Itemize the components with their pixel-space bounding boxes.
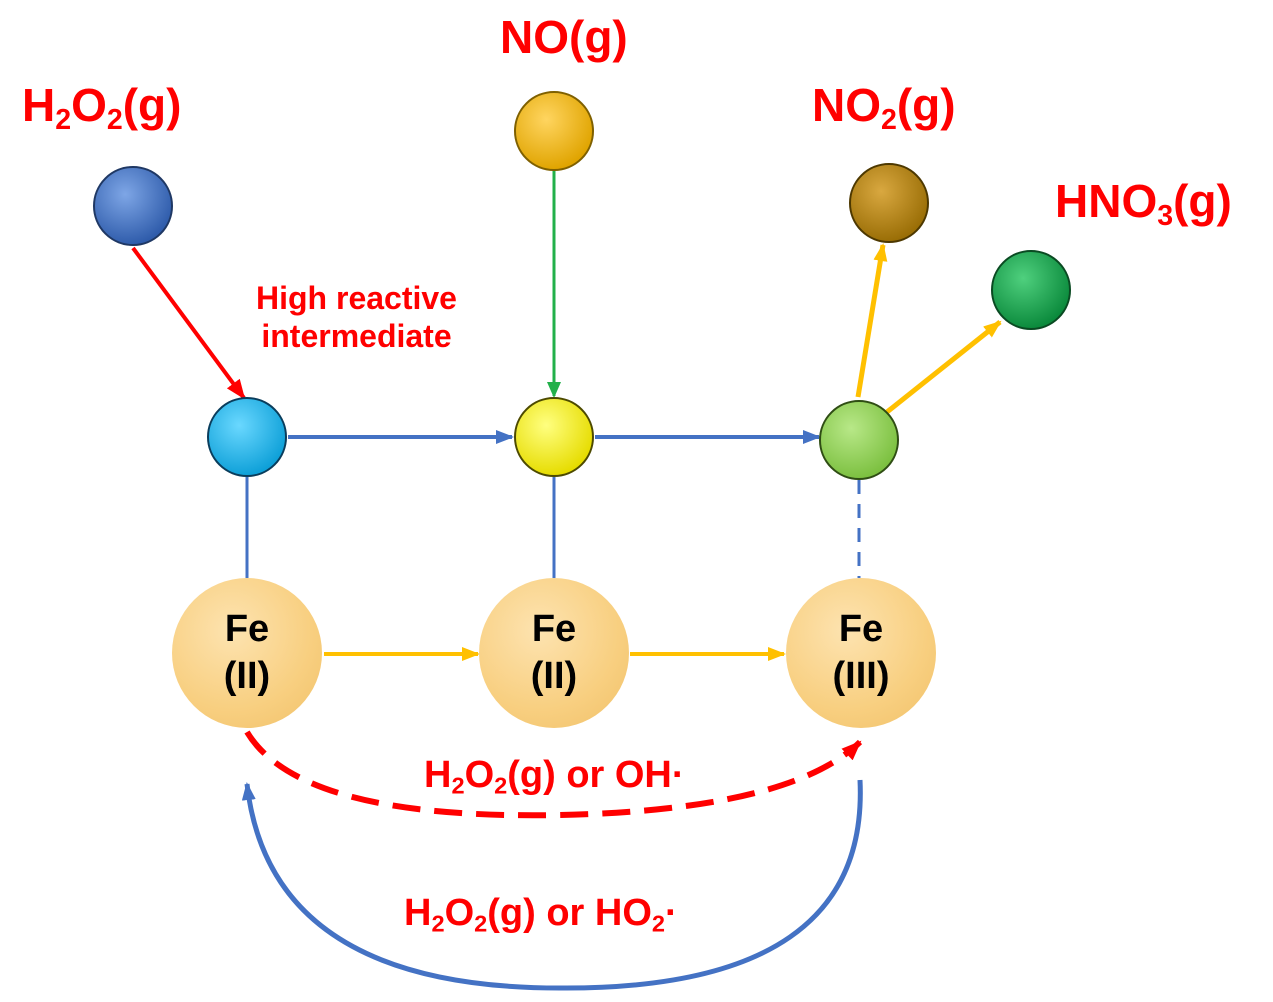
fe-site-1: Fe (II): [172, 578, 322, 728]
no2-node: [849, 163, 929, 243]
product-to-hno3-arrow: [885, 320, 1002, 414]
oxidation-cycle-label: H2O2(g) or OH·: [424, 754, 685, 799]
intermediate-node: [207, 397, 287, 477]
intermediate-caption-line2: intermediate: [261, 318, 452, 354]
reduction-cycle-label: H2O2(g) or HO2·: [404, 892, 678, 937]
intermediate-caption: High reactive intermediate: [256, 282, 457, 352]
fe-site-1-element: Fe: [224, 607, 270, 650]
oxidation-cycle-arrow: [244, 730, 863, 819]
product-to-no2-arrow: [855, 243, 888, 398]
fe-site-2-element: Fe: [531, 607, 577, 650]
fe-site-3-element: Fe: [838, 607, 884, 650]
fe-site-1-state: (II): [223, 655, 271, 697]
fe-site-3: Fe (III): [786, 578, 936, 728]
no-node: [514, 91, 594, 171]
h2o2-to-intermediate-arrow: [131, 246, 246, 400]
product-adduct-node: [819, 400, 899, 480]
hno3-label: HNO3(g): [1055, 175, 1232, 232]
no-adduct-node: [514, 397, 594, 477]
h2o2-node: [93, 166, 173, 246]
hno3-node: [991, 250, 1071, 330]
fe-site-2: Fe (II): [479, 578, 629, 728]
no2-label: NO2(g): [812, 79, 956, 136]
fe-site-3-state: (III): [832, 655, 890, 697]
no-label: NO(g): [500, 11, 628, 63]
h2o2-label: H2O2(g): [22, 79, 182, 136]
fe-site-2-state: (II): [530, 655, 578, 697]
intermediate-caption-line1: High reactive: [256, 280, 457, 316]
reduction-cycle-arrow: [241, 779, 863, 991]
